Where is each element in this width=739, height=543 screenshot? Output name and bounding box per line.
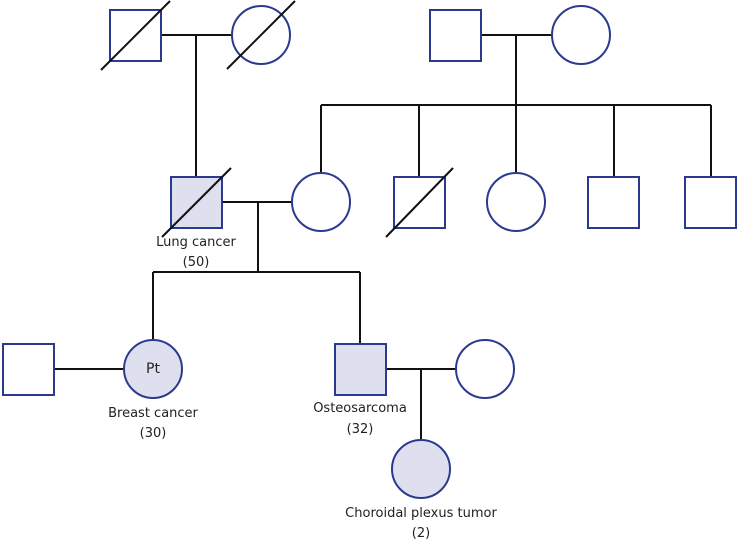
proband-age-label: (30) (139, 426, 167, 441)
father-condition-label: Lung cancer (156, 235, 236, 250)
maternal-uncle-3-square (684, 176, 737, 229)
proband-condition-label: Breast cancer (108, 406, 198, 421)
niece-age-label: (2) (411, 526, 431, 541)
proband-spouse-square (2, 343, 55, 396)
brother-condition-label: Osteosarcoma (313, 401, 407, 416)
brother-age-label: (32) (346, 422, 374, 437)
maternal-grandmother-circle (551, 5, 611, 65)
maternal-grandfather-square (429, 9, 482, 62)
father-age-label: (50) (182, 255, 210, 270)
brother-spouse-circle (455, 339, 515, 399)
maternal-uncle-2-square (587, 176, 640, 229)
paternal-grandmother-deceased-slash (226, 0, 296, 70)
father-deceased-slash (161, 167, 232, 238)
brother-square (334, 343, 387, 396)
niece-circle (391, 439, 451, 499)
maternal-aunt-circle (486, 172, 546, 232)
paternal-grandfather-deceased-slash (100, 0, 171, 71)
proband-circle (123, 339, 183, 399)
mother-circle (291, 172, 351, 232)
relationship-lines (54, 34, 712, 440)
proband-marker: Pt (146, 361, 160, 377)
niece-condition-label: Choroidal plexus tumor (345, 506, 497, 521)
maternal-uncle-1-deceased-slash (385, 167, 454, 238)
